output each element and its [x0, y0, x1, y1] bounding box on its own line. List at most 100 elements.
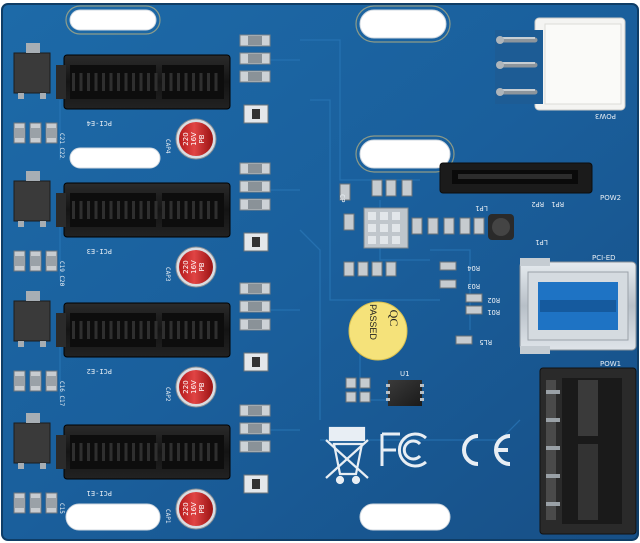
- reg-pin: [18, 221, 24, 227]
- pcie-slot-2[interactable]: [56, 302, 231, 358]
- slot-pin: [192, 73, 195, 91]
- cap-body: [179, 492, 213, 526]
- u1-label: U1: [400, 370, 410, 378]
- smd-diode-body: [252, 109, 260, 119]
- smd-part: [371, 261, 383, 277]
- smd-part: [401, 179, 413, 197]
- slot-pin: [199, 73, 203, 91]
- smd-resistor-body: [248, 442, 262, 451]
- pow2-label: POW2: [600, 194, 621, 202]
- pcie-slot-3[interactable]: [56, 182, 231, 238]
- slot-pin: [72, 321, 75, 339]
- smd-diode-body: [252, 357, 260, 367]
- pow1-label: POW1: [600, 360, 621, 368]
- ro4-label: RO4: [467, 264, 480, 272]
- pow2-connector[interactable]: [439, 162, 593, 194]
- slot-pin: [139, 443, 143, 461]
- smd-cap-body: [31, 498, 40, 508]
- smd-part: [465, 305, 483, 315]
- slot-pin: [72, 201, 75, 219]
- smd-part: [443, 217, 455, 235]
- rp2-label: RP2: [531, 200, 544, 208]
- u1-chip: [386, 380, 424, 406]
- smd-resistor-body: [248, 72, 262, 81]
- slot-key-long: [70, 435, 156, 469]
- pcie-slot-4[interactable]: [56, 54, 231, 110]
- slot-pin: [139, 321, 143, 339]
- smd-part: [371, 179, 383, 197]
- pcie-slot-1[interactable]: [56, 424, 231, 480]
- slot-pin: [207, 73, 210, 91]
- slot-pin: [177, 201, 180, 219]
- slot-pin: [132, 73, 135, 91]
- usb3-port[interactable]: [519, 258, 637, 354]
- pow3-connector[interactable]: [495, 17, 626, 111]
- slot-pin: [94, 443, 98, 461]
- fc-text: FC: [0, 0, 2, 1]
- smd-resistor-body: [248, 424, 262, 433]
- left-cap-label: C19 C20: [58, 261, 65, 287]
- smd-cap-body: [15, 128, 24, 138]
- reg-tab: [26, 171, 40, 181]
- reg-body: [13, 180, 51, 222]
- slot-pin: [162, 321, 165, 339]
- smd-part: [343, 213, 355, 231]
- smd-part: [359, 377, 371, 389]
- slot-pin: [214, 321, 218, 339]
- reg-body: [13, 300, 51, 342]
- slot-pin: [199, 443, 203, 461]
- reg-tab: [26, 291, 40, 301]
- slot-pin: [132, 201, 135, 219]
- ce-mark-icon: [462, 434, 511, 466]
- smd-part: [439, 261, 457, 271]
- slot-pin: [117, 201, 120, 219]
- slot-key-long: [70, 65, 156, 99]
- smd-part: [439, 279, 457, 289]
- slot-pin: [79, 321, 83, 339]
- left-cap-label: C21 C22: [58, 133, 65, 159]
- slot-latch: [56, 313, 66, 347]
- cap-marking: 16V: [190, 132, 198, 146]
- lp1-label: LP1: [475, 204, 488, 212]
- slot-pin: [177, 443, 180, 461]
- rl5-label: RL5: [479, 338, 492, 346]
- pci-ed-label: PCI-ED: [592, 254, 616, 262]
- smd-resistor-body: [248, 302, 262, 311]
- left-cap-label: C16 C17: [58, 381, 65, 407]
- smd-cap-body: [31, 128, 40, 138]
- reg-pin: [40, 221, 46, 227]
- slot-pin: [147, 73, 150, 91]
- reg-body: [13, 422, 51, 464]
- slot-pin: [109, 73, 113, 91]
- cap-marking: 220: [182, 132, 190, 145]
- slot-label: PCI-E4: [87, 119, 112, 127]
- slot-pin: [169, 201, 173, 219]
- slot-pin: [214, 443, 218, 461]
- cap-marking: 220: [182, 380, 190, 393]
- smd-part: [359, 391, 371, 403]
- reg-pin: [40, 93, 46, 99]
- cap-marking: PB: [198, 504, 206, 513]
- qc-passed-sticker: QC PASSED: [348, 301, 408, 361]
- slot-pin: [132, 321, 135, 339]
- slot-pin: [102, 73, 105, 91]
- slot-pin: [139, 73, 143, 91]
- slot-pin: [169, 443, 173, 461]
- voltage-regulator: [13, 171, 51, 227]
- reg-pin: [18, 93, 24, 99]
- slot-pin: [184, 201, 188, 219]
- pow1-connector[interactable]: [539, 367, 637, 535]
- slot-pin: [169, 321, 173, 339]
- reg-pin: [40, 341, 46, 347]
- slot-pin: [162, 443, 165, 461]
- ro1-label: RO1: [487, 308, 500, 316]
- cap-body: [179, 370, 213, 404]
- smd-part: [385, 179, 397, 197]
- smd-resistor-body: [248, 54, 262, 63]
- slot-latch: [56, 65, 66, 99]
- ro3-label: RO3: [467, 282, 480, 290]
- slot-pin: [147, 443, 150, 461]
